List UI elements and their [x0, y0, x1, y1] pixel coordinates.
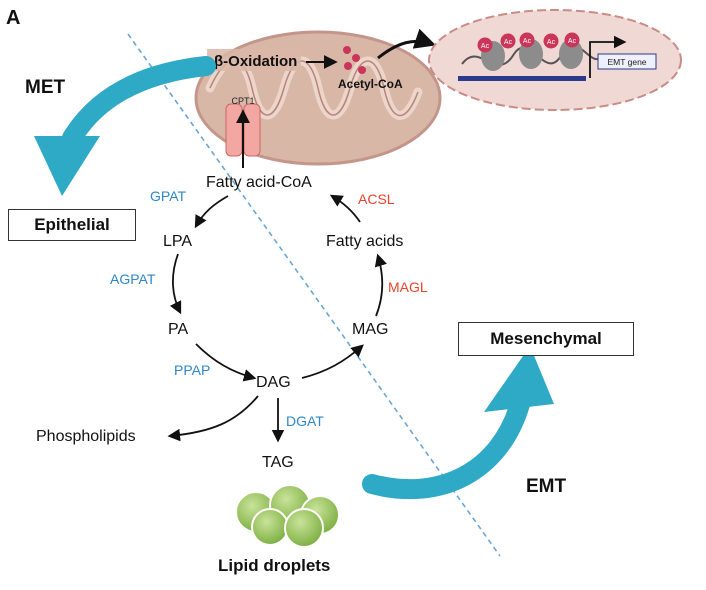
metabolite-lpa: LPA [163, 233, 192, 250]
acetyl-marks: Ac Ac Ac Ac Ac [477, 32, 580, 53]
enzyme-acsl: ACSL [358, 191, 395, 207]
emt-arrow [362, 346, 554, 500]
acetyl-coa-dots [343, 46, 366, 74]
emt-label: EMT [526, 476, 567, 497]
arrow-fatty-acids-to-facoa [329, 194, 361, 223]
panel-letter: A [6, 7, 20, 29]
arrow-lpa-to-pa [169, 253, 182, 315]
emt-gene-label: EMT gene [607, 57, 646, 67]
beta-oxidation-label: β-Oxidation [214, 53, 297, 70]
cycle-arrows [167, 194, 387, 443]
acetyl-coa-label: Acetyl-CoA [338, 77, 403, 91]
arrow-dag-to-phospholipids [167, 395, 259, 442]
enzyme-magl: MAGL [388, 279, 428, 295]
metabolite-mag: MAG [352, 321, 388, 338]
arrow-mag-to-fatty-acids [374, 253, 387, 317]
met-arrow [34, 56, 216, 196]
metabolite-fatty-acids: Fatty acids [326, 233, 403, 250]
acetyl-to-nucleus-arrow [377, 28, 436, 60]
enzyme-gpat: GPAT [150, 188, 186, 204]
acetyl-mark-label: Ac [568, 38, 577, 45]
emt-gene-box [597, 53, 657, 70]
enzyme-agpat: AGPAT [110, 271, 156, 287]
lipid-droplets-label: Lipid droplets [218, 556, 330, 575]
acetyl-mark-label: Ac [523, 38, 532, 45]
mesenchymal-box: Mesenchymal [458, 322, 634, 356]
metabolite-tag: TAG [262, 454, 294, 471]
arrow-dag-to-mag [301, 344, 364, 379]
divider-line [127, 33, 501, 557]
acetyl-mark-label: Ac [481, 43, 490, 50]
acetyl-mark-label: Ac [547, 39, 556, 46]
cpt1-transporter [225, 103, 261, 168]
enzyme-ppap: PPAP [174, 362, 210, 378]
metabolite-phospholipids: Phospholipids [36, 428, 136, 445]
acetyl-mark-label: Ac [504, 39, 513, 46]
arrow-facoa-to-lpa [194, 195, 229, 229]
epithelial-label: Epithelial [34, 215, 110, 234]
mesenchymal-label: Mesenchymal [490, 329, 602, 348]
transcription-arrow [589, 35, 627, 78]
enzyme-dgat: DGAT [286, 413, 324, 429]
metabolite-dag: DAG [256, 374, 291, 391]
arrow-pa-to-dag [195, 343, 257, 382]
lipid-droplets-graphic [235, 484, 340, 548]
met-label: MET [25, 77, 66, 98]
metabolite-pa: PA [168, 321, 188, 338]
cpt1-label: CPT1 [231, 96, 254, 106]
epithelial-box: Epithelial [8, 209, 136, 241]
metabolite-fatty-acid-coa: Fatty acid-CoA [206, 174, 312, 191]
